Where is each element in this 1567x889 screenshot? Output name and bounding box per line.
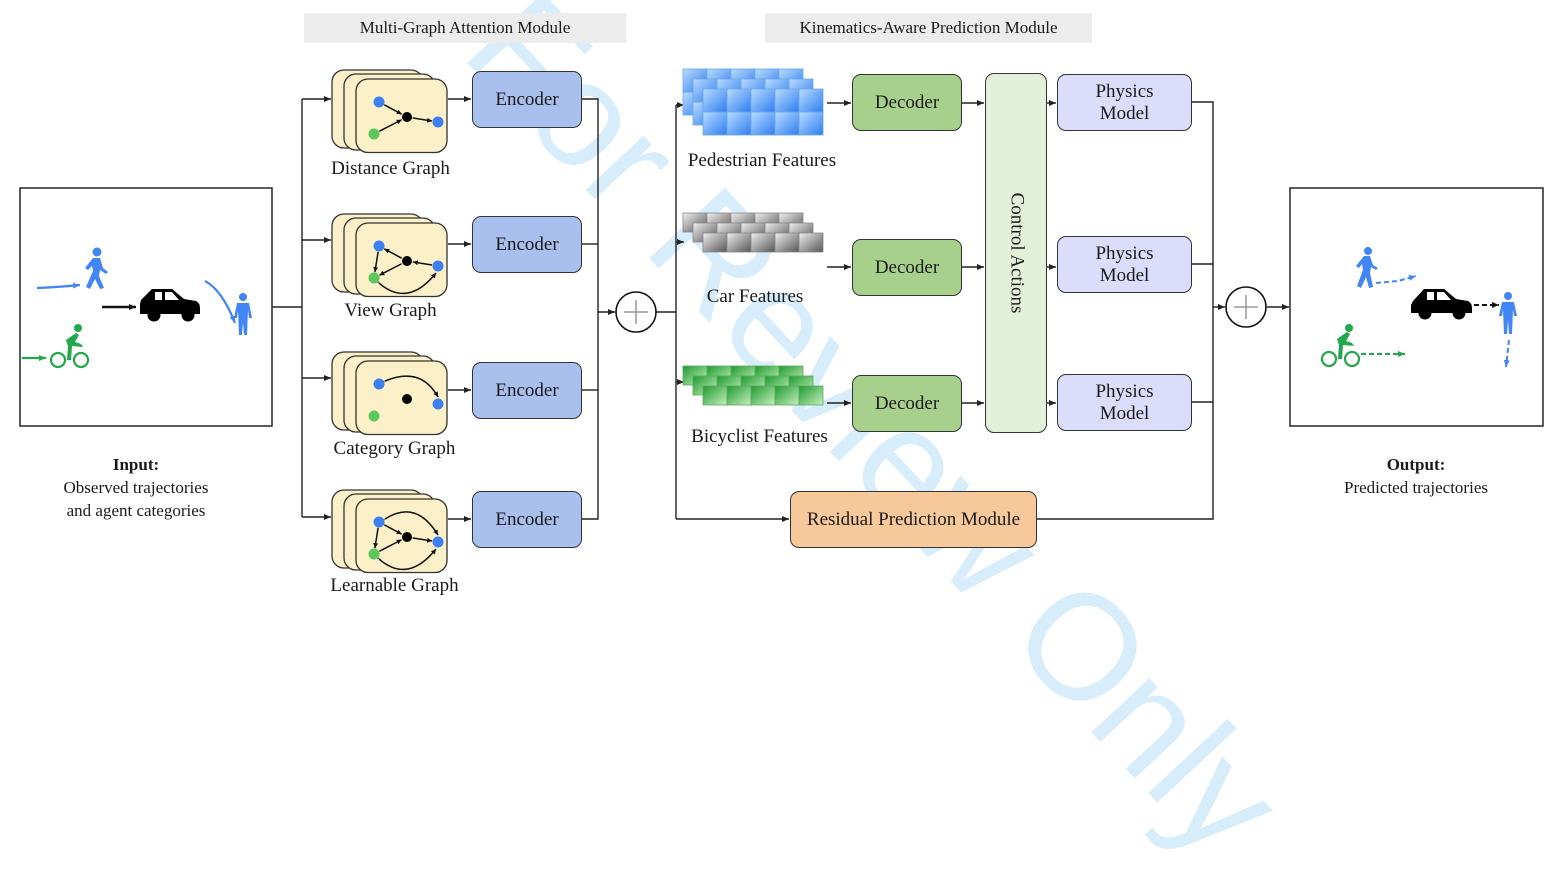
encoder-label: Encoder (495, 509, 558, 531)
graph-node-green (369, 129, 380, 140)
feature-stack-pedestrian (683, 69, 823, 135)
feature-cell (727, 89, 751, 112)
physics-label-line2: Model (1095, 103, 1153, 125)
feature-cell (727, 386, 751, 405)
input-line-1: Observed trajectories (36, 476, 236, 499)
graph-node-green (369, 549, 380, 560)
graph-node-black (402, 532, 412, 542)
sum-node-right (1226, 287, 1266, 327)
decoder-pedestrian[interactable]: Decoder (852, 74, 962, 131)
output-line-1: Predicted trajectories (1316, 476, 1516, 499)
feature-cell (751, 112, 775, 135)
graph-node-blue (374, 517, 385, 528)
feature-cell (775, 112, 799, 135)
physics-label-line1: Physics (1095, 81, 1153, 103)
feature-cell (799, 233, 823, 252)
control-actions-label: Control Actions (1005, 193, 1027, 314)
graph-label: Category Graph (312, 438, 477, 460)
graph-node-blue (433, 399, 444, 410)
encoder-distance[interactable]: Encoder (472, 71, 582, 128)
feature-cell (751, 386, 775, 405)
decoder-bicyclist[interactable]: Decoder (852, 375, 962, 432)
feature-cell (703, 386, 727, 405)
encoder-category[interactable]: Encoder (472, 362, 582, 419)
feature-cell (727, 233, 751, 252)
feature-cell (799, 89, 823, 112)
graph-label: Learnable Graph (312, 575, 477, 597)
residual-prediction-module[interactable]: Residual Prediction Module (790, 491, 1037, 548)
graph-node-black (402, 394, 412, 404)
feature-cell (727, 112, 751, 135)
graph-card-stack-category (332, 352, 447, 435)
output-title: Output: (1316, 453, 1516, 476)
feature-label-bicyclist: Bicyclist Features (672, 426, 847, 448)
graph-node-blue (374, 379, 385, 390)
graph-node-blue (433, 537, 444, 548)
feature-cell (703, 112, 727, 135)
graph-node-black (402, 112, 412, 122)
graph-node-green (369, 273, 380, 284)
input-title: Input: (36, 453, 236, 476)
decoder-label: Decoder (875, 92, 939, 114)
graph-node-blue (374, 241, 385, 252)
encoder-learnable[interactable]: Encoder (472, 491, 582, 548)
graph-card-stack-distance (332, 70, 447, 153)
module-title-multi-graph: Multi-Graph Attention Module (304, 13, 626, 43)
graph-node-green (369, 411, 380, 422)
graph-node-blue (374, 97, 385, 108)
feature-cell (775, 89, 799, 112)
feature-cell (703, 233, 727, 252)
feature-cell (751, 233, 775, 252)
feature-cell (775, 386, 799, 405)
graph-node-blue (433, 261, 444, 272)
feature-label-pedestrian: Pedestrian Features (672, 150, 852, 172)
feature-cell (799, 386, 823, 405)
physics-label-line1: Physics (1095, 381, 1153, 403)
encoder-view[interactable]: Encoder (472, 216, 582, 273)
graph-label: View Graph (318, 300, 463, 322)
graph-node-blue (433, 117, 444, 128)
physics-label-line2: Model (1095, 265, 1153, 287)
decoder-label: Decoder (875, 393, 939, 415)
residual-label: Residual Prediction Module (807, 509, 1020, 531)
encoder-label: Encoder (495, 380, 558, 402)
encoder-label: Encoder (495, 89, 558, 111)
input-label: Input: Observed trajectories and agent c… (36, 453, 236, 522)
feature-cell (751, 89, 775, 112)
control-actions-block[interactable]: Control Actions (985, 73, 1047, 433)
sum-node-left (616, 292, 656, 332)
physics-label-line2: Model (1095, 403, 1153, 425)
graph-card-stack-view (332, 214, 447, 297)
decoder-label: Decoder (875, 257, 939, 279)
decoder-car[interactable]: Decoder (852, 239, 962, 296)
graph-node-black (402, 256, 412, 266)
feature-stack-bicyclist (683, 366, 823, 405)
graph-card-stack-learnable (332, 490, 447, 573)
graph-label: Distance Graph (318, 158, 463, 180)
feature-cell (799, 112, 823, 135)
feature-cell (775, 233, 799, 252)
feature-stack-car (683, 213, 823, 252)
encoder-label: Encoder (495, 234, 558, 256)
module-title-kinematics: Kinematics-Aware Prediction Module (765, 13, 1092, 43)
output-label: Output: Predicted trajectories (1316, 453, 1516, 499)
feature-cell (703, 89, 727, 112)
physics-label-line1: Physics (1095, 243, 1153, 265)
feature-label-car: Car Features (680, 286, 830, 308)
input-line-2: and agent categories (36, 499, 236, 522)
